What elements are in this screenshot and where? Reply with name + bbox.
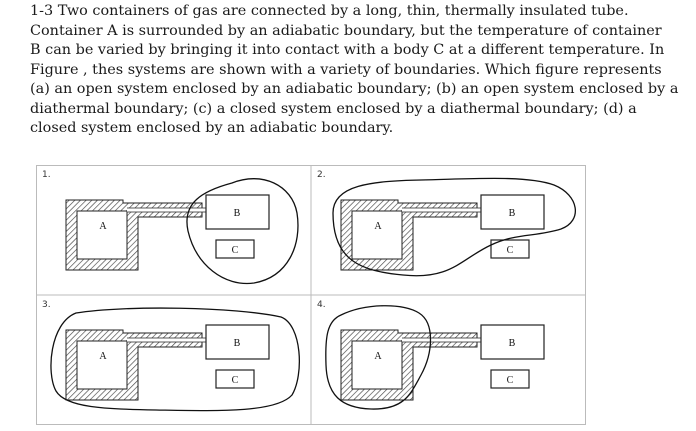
- figure-4: 4. A B C: [317, 300, 545, 410]
- label-a: A: [99, 221, 107, 232]
- problem-text: 1-3 Two containers of gas are connected …: [30, 2, 680, 139]
- figure-number: 3.: [42, 300, 51, 310]
- figure-grid: 1. A B C 2. A B C 3. A B C 4. A B C: [36, 165, 586, 425]
- label-a: A: [374, 351, 382, 362]
- figure-3: 3. A B C: [42, 300, 301, 412]
- boundary-loop: [50, 307, 301, 412]
- label-c: C: [507, 375, 514, 386]
- label-b: B: [509, 208, 516, 219]
- problem-line-5: (a) an open system enclosed by an adiaba…: [30, 81, 679, 97]
- boundary-loop: [325, 305, 432, 410]
- problem-line-7: closed system enclosed by an adiabatic b…: [30, 120, 394, 136]
- figure-grid-lines: [36, 165, 586, 425]
- problem-line-3: B can be varied by bringing it into cont…: [30, 42, 665, 58]
- problem-line-4: Figure , thes systems are shown with a v…: [30, 61, 662, 78]
- problem-line-1: 1-3 Two containers of gas are connected …: [30, 3, 629, 19]
- boundary-loop: [332, 177, 577, 277]
- label-b: B: [509, 338, 516, 349]
- label-a: A: [374, 221, 382, 232]
- figure-2: 2. A B C: [317, 170, 577, 277]
- label-c: C: [232, 375, 239, 386]
- problem-line-2: Container A is surrounded by an adiabati…: [30, 22, 662, 39]
- figure-number: 4.: [317, 300, 326, 310]
- label-c: C: [507, 245, 514, 256]
- figure-number: 1.: [42, 170, 51, 180]
- label-c: C: [232, 245, 239, 256]
- figure-1: 1. A B C: [42, 170, 299, 285]
- label-b: B: [234, 208, 241, 219]
- figure-number: 2.: [317, 170, 326, 180]
- label-b: B: [234, 338, 241, 349]
- problem-line-6: diathermal boundary; (c) a closed system…: [30, 100, 637, 117]
- label-a: A: [99, 351, 107, 362]
- boundary-loop: [186, 178, 299, 285]
